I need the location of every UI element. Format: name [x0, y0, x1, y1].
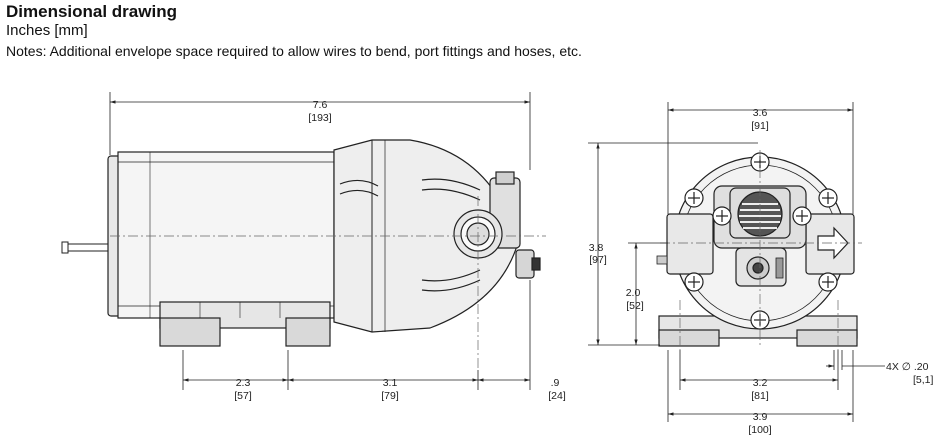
- side-view-pump: [61, 139, 541, 347]
- side-view-dimensions: [109, 92, 531, 390]
- drawing-title: Dimensional drawing: [6, 2, 177, 21]
- dim-port-height: 2.0: [626, 287, 641, 299]
- dim-base-width: 3.9: [753, 411, 768, 423]
- dim-height: 3.8: [589, 242, 604, 254]
- screw-icon: [684, 188, 704, 208]
- dim-width: 3.6: [753, 107, 768, 119]
- motor-body: [117, 151, 335, 319]
- dim-width-mm: [91]: [751, 120, 769, 132]
- screw-heads: [684, 152, 838, 330]
- dim-port-height-mm: [52]: [626, 300, 644, 312]
- dim-hole-diameter: 4X ∅ .20: [886, 361, 929, 373]
- mount-foot-right: [285, 317, 331, 347]
- screw-icon: [712, 206, 732, 226]
- notes-text: Notes: Additional envelope space require…: [6, 43, 582, 59]
- dim-height-mm: [97]: [589, 254, 607, 266]
- dim-base-width-mm: [100]: [748, 424, 771, 436]
- dim-hole-to-port: 3.1: [383, 377, 398, 389]
- end-foot-left: [658, 329, 720, 347]
- dim-hole-offset-mm: [57]: [234, 390, 252, 402]
- dim-hole-spacing-mm: [81]: [751, 390, 769, 402]
- units-label: Inches [mm]: [6, 22, 88, 39]
- end-view-dimensions: [588, 102, 885, 422]
- dim-hole-diameter-mm: [5,1]: [913, 374, 934, 386]
- dim-hole-to-port-mm: [79]: [381, 390, 399, 402]
- dim-hole-offset: 2.3: [236, 377, 251, 389]
- screw-icon: [684, 272, 704, 292]
- flow-arrow-icon: [817, 226, 849, 260]
- dim-overall-length-mm: [193]: [308, 112, 331, 124]
- side-view-centerlines: [110, 196, 546, 370]
- dim-overall-length: 7.6: [313, 99, 328, 111]
- end-foot-right: [796, 329, 858, 347]
- mount-foot-left: [159, 317, 221, 347]
- side-port: [515, 249, 535, 279]
- dim-port-to-end-mm: [24]: [548, 390, 566, 402]
- left-port: [666, 213, 714, 275]
- dim-port-to-end: .9: [551, 377, 560, 389]
- end-view-centerlines: [660, 150, 862, 350]
- screw-icon: [792, 206, 812, 226]
- screw-icon: [818, 272, 838, 292]
- dim-hole-spacing: 3.2: [753, 377, 768, 389]
- screw-icon: [818, 188, 838, 208]
